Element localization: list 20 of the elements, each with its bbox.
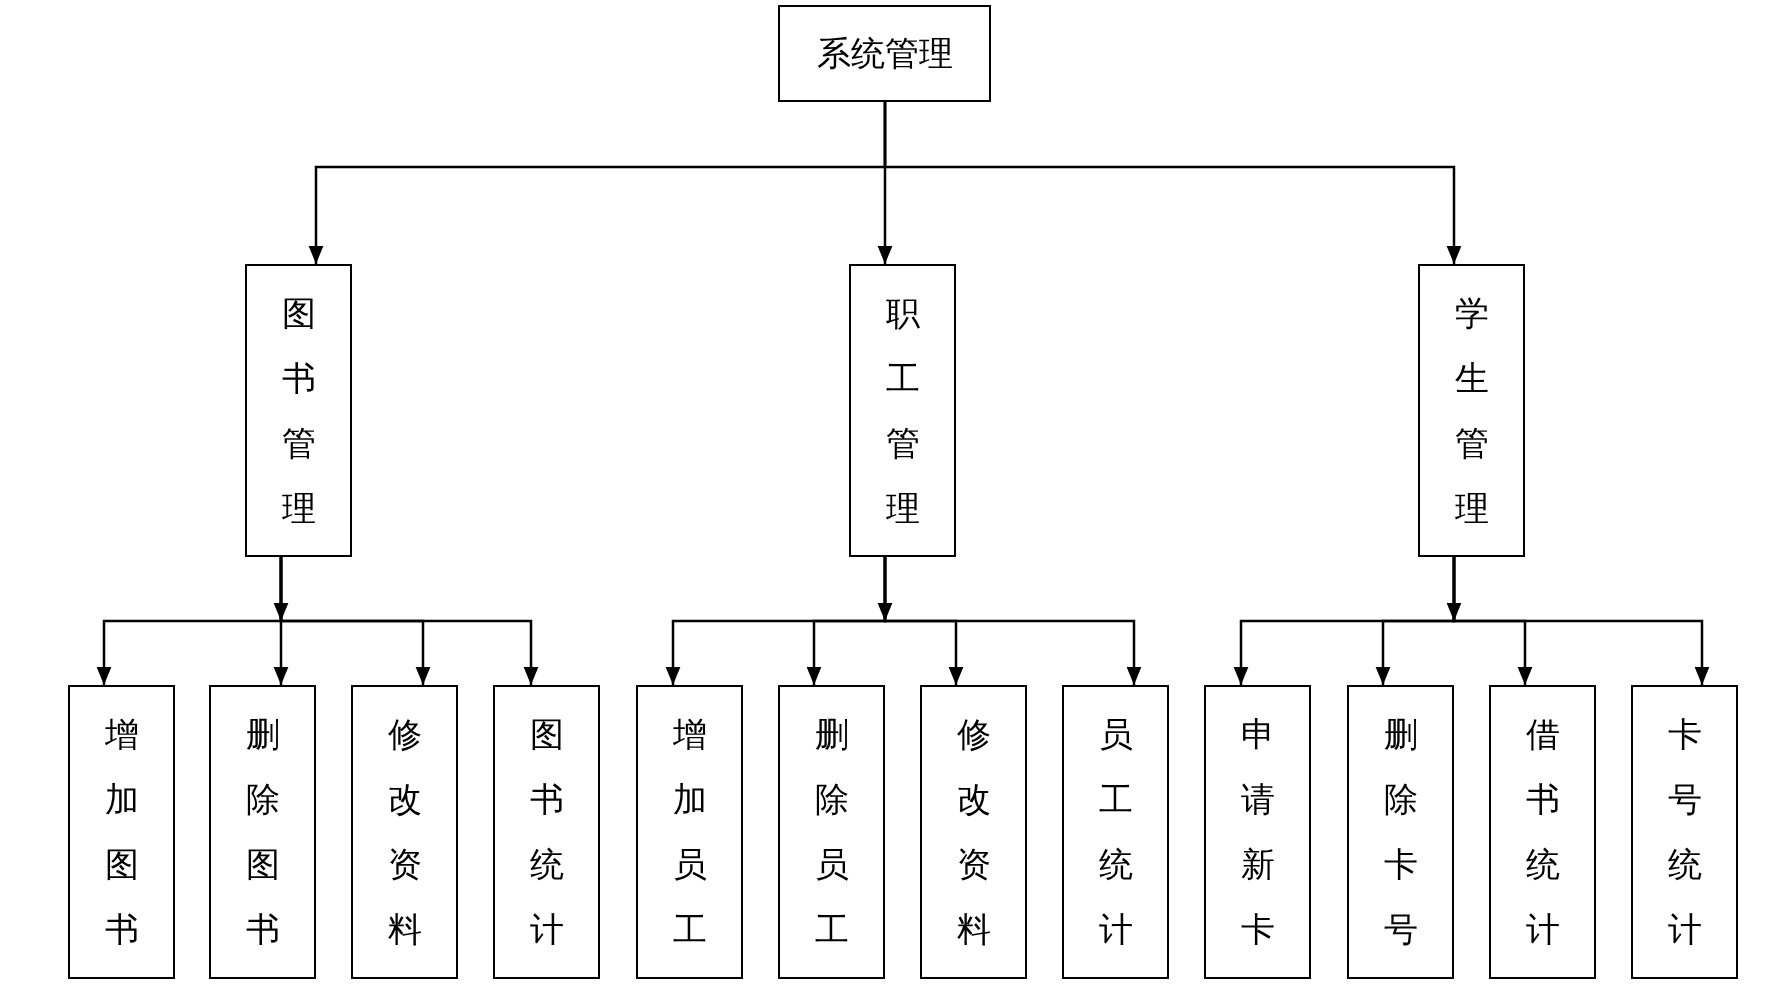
module-box: 删除卡号 [1347, 685, 1454, 979]
arrow [877, 557, 893, 621]
module-box: 卡号统计 [1631, 685, 1738, 979]
arrow [273, 557, 289, 621]
module-box: 申请新卡 [1204, 685, 1311, 979]
module-box: 员工统计 [1062, 685, 1169, 979]
module-box: 职工管理 [849, 264, 956, 557]
module-box: 修改资料 [351, 685, 458, 979]
module-box: 增加图书 [68, 685, 175, 979]
arrow [883, 102, 1462, 264]
module-box: 删除员工 [778, 685, 885, 979]
module-box: 图书管理 [245, 264, 352, 557]
arrow [1446, 557, 1462, 621]
module-box: 学生管理 [1418, 264, 1525, 557]
module-box: 借书统计 [1489, 685, 1596, 979]
module-box: 增加员工 [636, 685, 743, 979]
module-box: 修改资料 [920, 685, 1027, 979]
module-box: 删除图书 [209, 685, 316, 979]
module-box: 图书统计 [493, 685, 600, 979]
module-box: 系统管理 [778, 5, 991, 102]
